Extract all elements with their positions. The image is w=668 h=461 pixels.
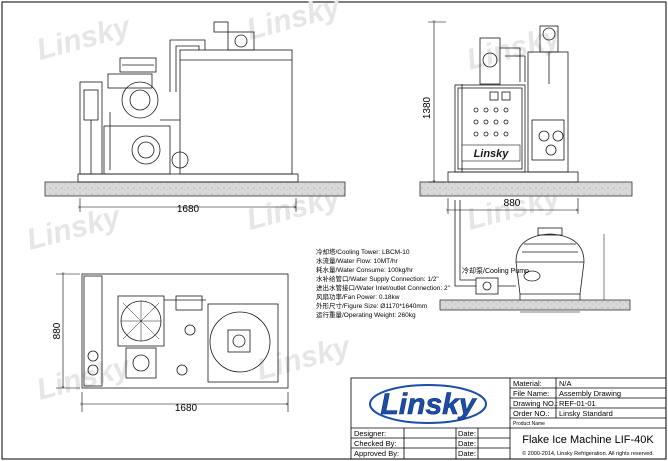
top-depth-label: 880 (52, 322, 63, 339)
side-height-dimension (428, 22, 446, 182)
top-outline (81, 273, 289, 389)
side-width-dimension (448, 198, 578, 214)
side-base-frame (447, 171, 579, 183)
spec-line: 进出水管接口/Water Inlet/outlet Connection: 2" (316, 283, 451, 292)
signature-date-designer: Date: (458, 429, 476, 438)
info-value-drawing-no: REF-01-01 (559, 399, 596, 408)
electric-control-box (454, 84, 526, 173)
product-name-label: Product Name (513, 421, 545, 427)
tower-dimension (520, 234, 605, 313)
cooling-pump (475, 277, 499, 295)
control-box-logo-panel (461, 144, 521, 162)
front-compressor (121, 81, 159, 119)
front-width-label: 1680 (177, 204, 200, 215)
front-base-frame (77, 173, 299, 183)
info-label-drawing-no: Drawing NO.: (513, 399, 558, 408)
top-drum (209, 311, 271, 373)
tower-fan-motor (537, 227, 563, 236)
tower-body (515, 233, 585, 295)
spec-line: 耗水量/Water Consume: 100kg/hr (316, 265, 414, 274)
spec-line: 风扇功率/Fan Power: 0.18kw (316, 292, 400, 301)
flake-ice-tank (179, 49, 293, 175)
spec-line: 运行重量/Operating Weight: 260kg (316, 310, 416, 319)
copyright: © 2000-2014, Linsky Refrigeration. All r… (522, 450, 654, 457)
spec-line: 水补给管口/Water Supply Connection: 1/2" (316, 274, 439, 283)
watermark-text: Linsky (253, 330, 355, 387)
signature-date-checked: Date: (458, 439, 476, 448)
logo-text: Linsky (380, 388, 476, 421)
signature-label-approved: Approved By: (354, 449, 399, 458)
specs-block: 冷却塔/Cooling Tower: LBCM-10 水流量/Water Flo… (316, 247, 451, 319)
side-height-label: 1380 (422, 96, 433, 119)
front-condenser (131, 135, 161, 165)
front-width-dimension (80, 198, 296, 212)
signature-date-approved: Date: (458, 449, 476, 458)
pump-supply-pipe (454, 200, 476, 287)
cooling-pump-label: 冷却泵/Cooling Pump (462, 266, 529, 275)
reducer-motor (227, 31, 255, 51)
info-label-file-name: File Name: (513, 389, 549, 398)
top-fan-housing (117, 295, 165, 347)
title-block (350, 377, 667, 460)
side-width-label: 880 (504, 198, 521, 209)
info-value-material: N/A (559, 379, 572, 388)
linsky-logo: Linsky (369, 384, 487, 424)
watermark-text: Linsky (23, 200, 125, 257)
spec-line: 外形尺寸/Figure Size: Ø1170*1640mm (316, 301, 427, 310)
control-indicators (473, 107, 509, 137)
side-ground-slab (419, 181, 633, 197)
info-label-material: Material: (513, 379, 542, 388)
product-name: Flake Ice Machine LIF-40K (522, 434, 654, 446)
top-drum-frame (207, 303, 279, 383)
top-width-dimension (82, 392, 288, 412)
side-fan (479, 37, 501, 85)
info-label-order-no: Order NO.: (513, 409, 550, 418)
front-fan-guard (119, 57, 157, 73)
cooling-tower (439, 227, 631, 311)
top-depth-dimension (56, 274, 80, 388)
spec-line: 水流量/Water Flow: 10MT/hr (316, 256, 399, 265)
pump-return-pipe (459, 200, 476, 281)
watermark-text: Linsky (243, 0, 345, 47)
tower-ground-slab (439, 299, 631, 311)
front-view (44, 21, 346, 197)
signature-label-checked: Checked By: (354, 439, 397, 448)
side-view (419, 25, 633, 197)
info-value-file-name: Assembly Drawing (559, 389, 621, 398)
front-ground-slab (44, 181, 346, 197)
control-box-logo: Linsky (474, 148, 510, 160)
top-width-label: 1680 (175, 403, 198, 414)
signature-label-designer: Designer: (354, 429, 386, 438)
info-value-order-no: Linsky Standard (559, 409, 613, 418)
spec-line: 冷却塔/Cooling Tower: LBCM-10 (316, 247, 410, 256)
top-view (81, 273, 289, 389)
